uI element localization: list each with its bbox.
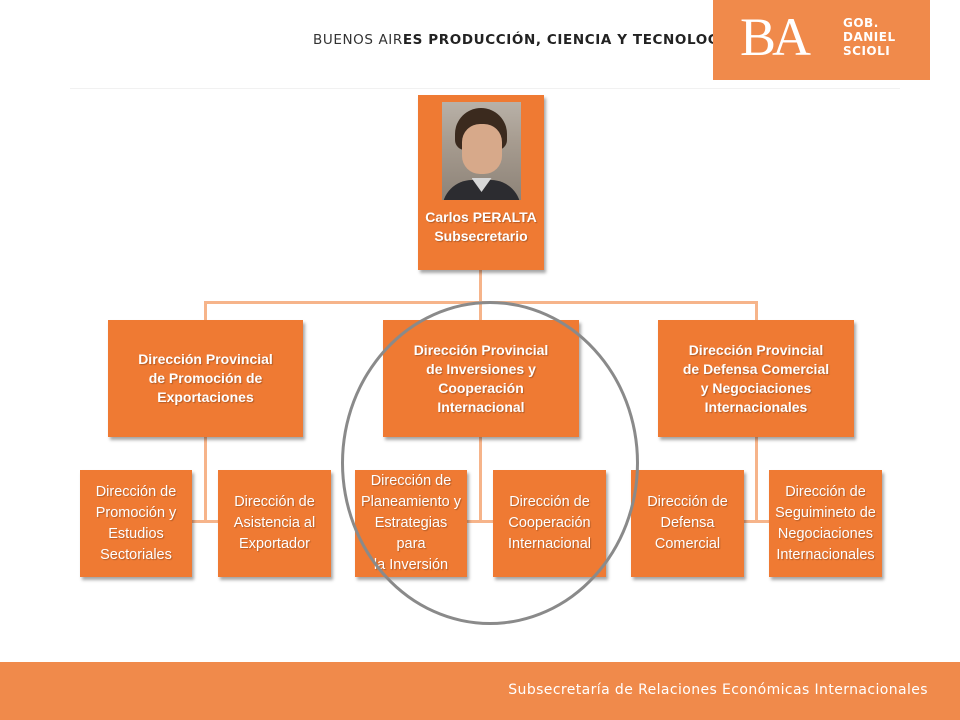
logo-line-3: SCIOLI [843, 44, 891, 58]
subunit-6-line-4: Internacionales [776, 546, 875, 563]
subunit-box-asistencia: Dirección de Asistencia al Exportador [218, 470, 331, 577]
subunit-2-line-2: Asistencia al [233, 515, 316, 531]
government-logo: BA GOB. DANIEL SCIOLI [713, 0, 930, 80]
subunit-1-line-3: Estudios [108, 525, 164, 542]
subunit-5-line-2: Defensa [660, 515, 715, 531]
direction-box-defensa-comercial: Dirección Provincial de Defensa Comercia… [658, 320, 854, 437]
subunit-6-line-3: Negociaciones [777, 525, 874, 542]
header-divider [70, 88, 900, 89]
subunit-1-line-4: Sectoriales [100, 546, 172, 563]
subunit-2-line-1: Dirección de [234, 494, 315, 510]
connector-left-cross [176, 520, 220, 523]
connector-right-stem [755, 437, 758, 522]
connector-right-cross [743, 520, 771, 523]
subunit-5-line-1: Dirección de [647, 494, 728, 510]
footer-text: Subsecretaría de Relaciones Económicas I… [508, 682, 928, 698]
logo-line-1: GOB. [843, 16, 879, 30]
connector-right-drop [755, 301, 758, 320]
subsecretario-name: Carlos PERALTA [425, 209, 537, 225]
connector-left-stem [204, 437, 207, 522]
subsecretario-photo [441, 102, 521, 200]
highlight-circle [341, 301, 639, 625]
direction-1-line-3: Exportaciones [157, 389, 254, 405]
direction-3-line-4: Internacionales [704, 398, 808, 415]
subunit-5-line-3: Comercial [654, 536, 721, 552]
subsecretario-role: Subsecretario [434, 228, 528, 244]
subunit-2-line-3: Exportador [239, 536, 310, 552]
logo-text: GOB. DANIEL SCIOLI [843, 16, 896, 58]
direction-box-exportaciones: Dirección Provincial de Promoción de Exp… [108, 320, 303, 437]
header-title: BUENOS AIRES PRODUCCIÓN, CIENCIA Y TECNO… [313, 32, 736, 48]
footer-bar: Subsecretaría de Relaciones Económicas I… [0, 662, 960, 720]
connector-top-vertical [479, 270, 482, 320]
subunit-1-line-2: Promoción y [95, 504, 177, 521]
subunit-box-seguimiento: Dirección de Seguimineto de Negociacione… [769, 470, 882, 577]
subunit-1-line-1: Dirección de [95, 483, 177, 500]
subsecretario-title: Carlos PERALTA Subsecretario [425, 208, 537, 246]
subunit-box-promocion: Dirección de Promoción y Estudios Sector… [80, 470, 192, 577]
subunit-box-defensa: Dirección de Defensa Comercial [631, 470, 744, 577]
subunit-6-line-2: Seguimineto de [775, 504, 876, 521]
direction-3-line-2: de Defensa Comercial [682, 360, 830, 377]
direction-1-line-1: Dirección Provincial [138, 351, 273, 367]
logo-mark: BA [740, 7, 811, 67]
subsecretario-box: Carlos PERALTA Subsecretario [418, 95, 544, 270]
connector-left-drop [204, 301, 207, 320]
direction-1-line-2: de Promoción de [148, 370, 263, 386]
direction-3-line-3: y Negociaciones [700, 379, 812, 396]
subunit-6-line-1: Dirección de [785, 483, 866, 500]
logo-line-2: DANIEL [843, 30, 896, 44]
direction-3-line-1: Dirección Provincial [688, 341, 824, 358]
header-title-bold: ES PRODUCCIÓN, CIENCIA Y TECNOLOGÍA [402, 32, 737, 48]
header-title-prefix: BUENOS AIR [313, 32, 403, 48]
